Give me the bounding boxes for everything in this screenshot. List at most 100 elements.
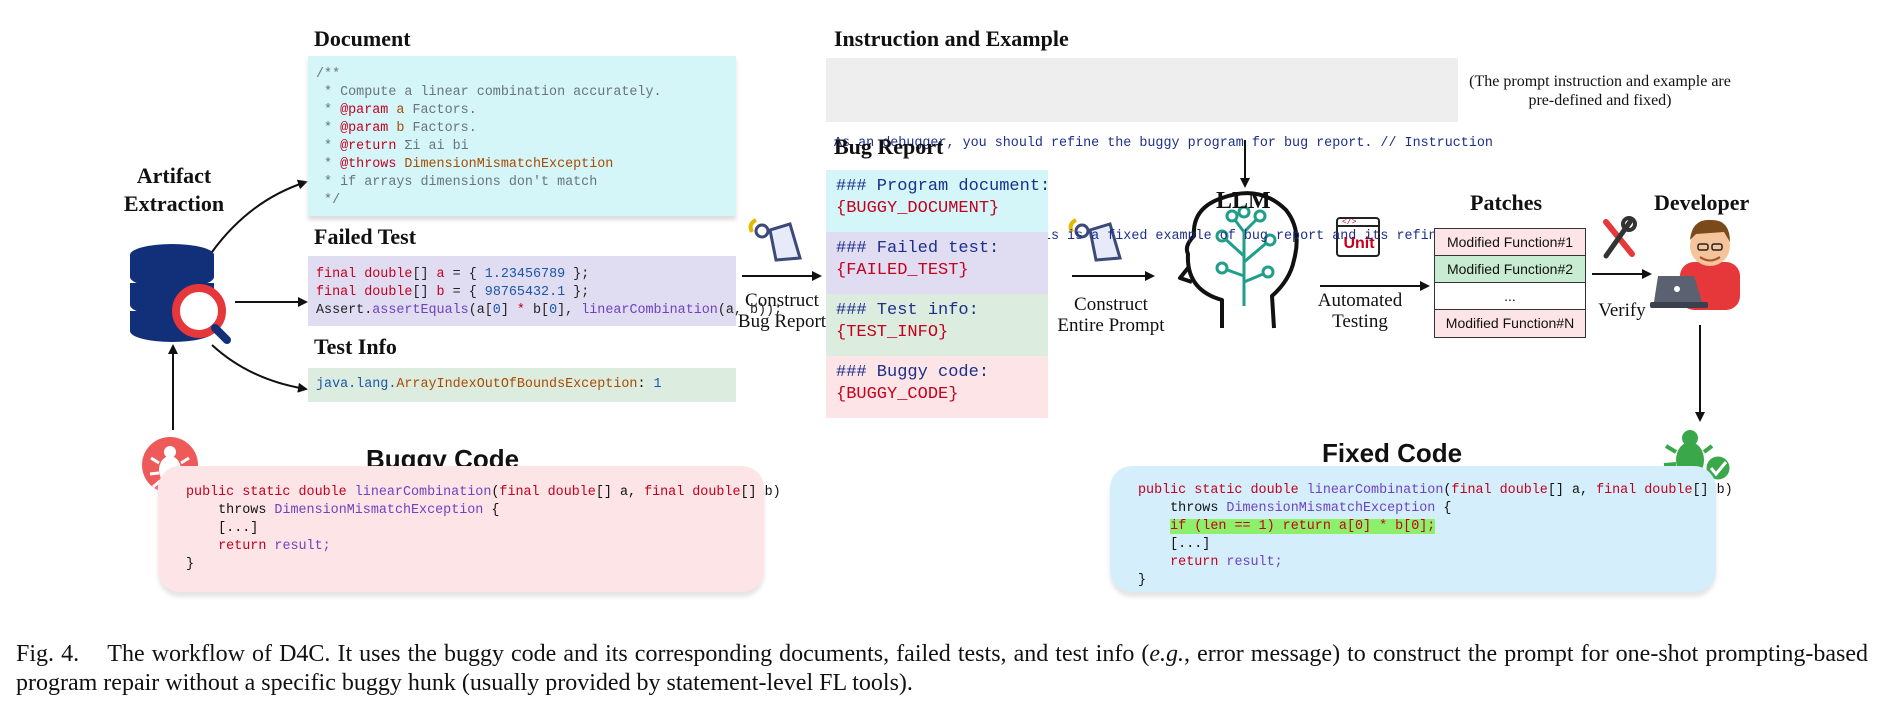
test-info-code-box: java.lang.ArrayIndexOutOfBoundsException… [308, 368, 736, 402]
patches-title: Patches [1470, 190, 1543, 215]
code-token: final double [316, 267, 413, 282]
unit-label: Unit [1343, 235, 1375, 252]
code-token: [...] [1138, 537, 1211, 552]
code-token: * if arrays dimensions don't match [316, 175, 598, 190]
code-token: : [637, 377, 654, 392]
code-token: [] [412, 285, 437, 300]
patch-item: ... [1435, 283, 1585, 310]
code-token: @throws [340, 157, 397, 172]
caption-prefix: Fig. 4. [16, 641, 80, 667]
code-token: [] b) [740, 485, 781, 500]
bug-report-section: ### Failed test:{FAILED_TEST} [826, 232, 1048, 294]
code-token: linearCombination [354, 485, 492, 500]
instruction-note: (The prompt instruction and example are … [1469, 73, 1731, 109]
code-token: }; [565, 285, 590, 300]
caption-text-end: , error message) to construct the prompt… [16, 641, 1869, 696]
test-info-title: Test Info [314, 334, 397, 359]
bug-report-heading: ### Program document: [836, 177, 1051, 196]
robot-arm-icon [748, 218, 802, 262]
code-token: } [1138, 573, 1147, 588]
code-token: return [1138, 555, 1227, 570]
code-token: [] b) [1692, 483, 1733, 498]
bug-report-section: ### Program document:{BUGGY_DOCUMENT} [826, 170, 1051, 232]
code-token: [] a, [1547, 483, 1597, 498]
buggy-code-box: public static double linearCombination(f… [158, 466, 781, 592]
code-line: /** [316, 66, 728, 84]
code-line: [...] [1138, 536, 1688, 554]
code-line: java.lang.ArrayIndexOutOfBoundsException… [316, 376, 728, 394]
code-token: DimensionMismatchException [274, 503, 484, 518]
code-line: * @return Σi ai bi [316, 138, 728, 156]
llm-label: LLM [1216, 188, 1271, 214]
construct-entire-prompt-label: Construct Entire Prompt [1057, 294, 1165, 336]
code-token: final double [499, 485, 596, 500]
code-token: DimensionMismatchException [1226, 501, 1436, 516]
code-token: [] [412, 267, 437, 282]
code-token: * [316, 139, 341, 154]
code-line: return result; [1138, 554, 1688, 572]
code-token: 0 [549, 303, 558, 318]
code-token: * [316, 121, 341, 136]
tools-icon [1603, 216, 1637, 259]
code-line: * @throws DimensionMismatchException [316, 156, 728, 174]
code-token: a [388, 103, 405, 118]
artifact-extraction-label: Artifact Extraction [123, 163, 225, 216]
code-token: @return [340, 139, 397, 154]
bug-report-placeholder: {TEST_INFO} [836, 323, 949, 342]
automated-testing-label: Automated Testing [1317, 290, 1403, 332]
code-token: final double [644, 485, 741, 500]
bug-report-section: ### Buggy code:{BUGGY_CODE} [826, 356, 1048, 418]
code-token: }; [565, 267, 590, 282]
code-token: { [483, 503, 500, 518]
code-token: 1.23456789 [484, 267, 566, 282]
code-line: public static double linearCombination(f… [1138, 482, 1733, 500]
code-token: result; [274, 539, 331, 554]
code-token: */ [316, 193, 341, 208]
bug-report-heading: ### Failed test: [836, 239, 1000, 258]
code-token: * [316, 157, 341, 172]
code-line: public static double linearCombination(f… [186, 484, 781, 502]
code-token: final double [1596, 483, 1693, 498]
code-token: b [436, 285, 445, 300]
code-line: return result; [186, 538, 736, 556]
bug-report-box: ### Program document:{BUGGY_DOCUMENT}###… [826, 170, 1051, 418]
code-line: } [186, 556, 736, 574]
arrow-to-test-info [211, 344, 308, 393]
instruction-title: Instruction and Example [834, 26, 1069, 51]
code-token: [] a, [595, 485, 645, 500]
bug-report-heading: ### Test info: [836, 301, 979, 320]
bug-report-section: ### Test info: {TEST_INFO} [826, 294, 1048, 356]
code-token: (a, b)); [717, 303, 783, 318]
code-token: java.lang. [316, 377, 397, 392]
database-search-icon [130, 244, 231, 344]
code-line: final double[] b = { 98765432.1 }; [316, 284, 728, 302]
code-token: (a[ [468, 303, 493, 318]
instruction-line: As an debugger, you should refine the bu… [834, 128, 1493, 159]
code-token: Σi ai bi [396, 139, 469, 154]
code-token: ( [491, 485, 500, 500]
document-code-box: /** * Compute a linear combination accur… [308, 56, 736, 216]
code-token: } [186, 557, 195, 572]
failed-test-code-box: final double[] a = { 1.23456789 };final … [308, 256, 782, 326]
code-token: DimensionMismatchException [396, 157, 614, 172]
code-line: throws DimensionMismatchException { [186, 502, 736, 520]
code-line: } [1138, 572, 1688, 590]
patch-item: Modified Function#2 [1435, 256, 1585, 283]
code-token: return [186, 539, 275, 554]
developer-title: Developer [1654, 190, 1750, 215]
code-token: ] [500, 303, 517, 318]
code-line: if (len == 1) return a[0] * b[0]; [1138, 518, 1688, 536]
code-token: * [316, 103, 341, 118]
code-token: linearCombination [581, 303, 718, 318]
code-line: [...] [186, 520, 736, 538]
brain-icon [1178, 191, 1299, 329]
code-token: As an debugger, you should refine the bu… [834, 136, 1493, 151]
code-token: b [388, 121, 405, 136]
code-token: @param [340, 121, 389, 136]
code-token: public static double [1138, 483, 1307, 498]
code-line: * @param a Factors. [316, 102, 728, 120]
robot-arm-icon [1068, 218, 1122, 262]
patch-item: Modified Function#1 [1435, 229, 1585, 256]
